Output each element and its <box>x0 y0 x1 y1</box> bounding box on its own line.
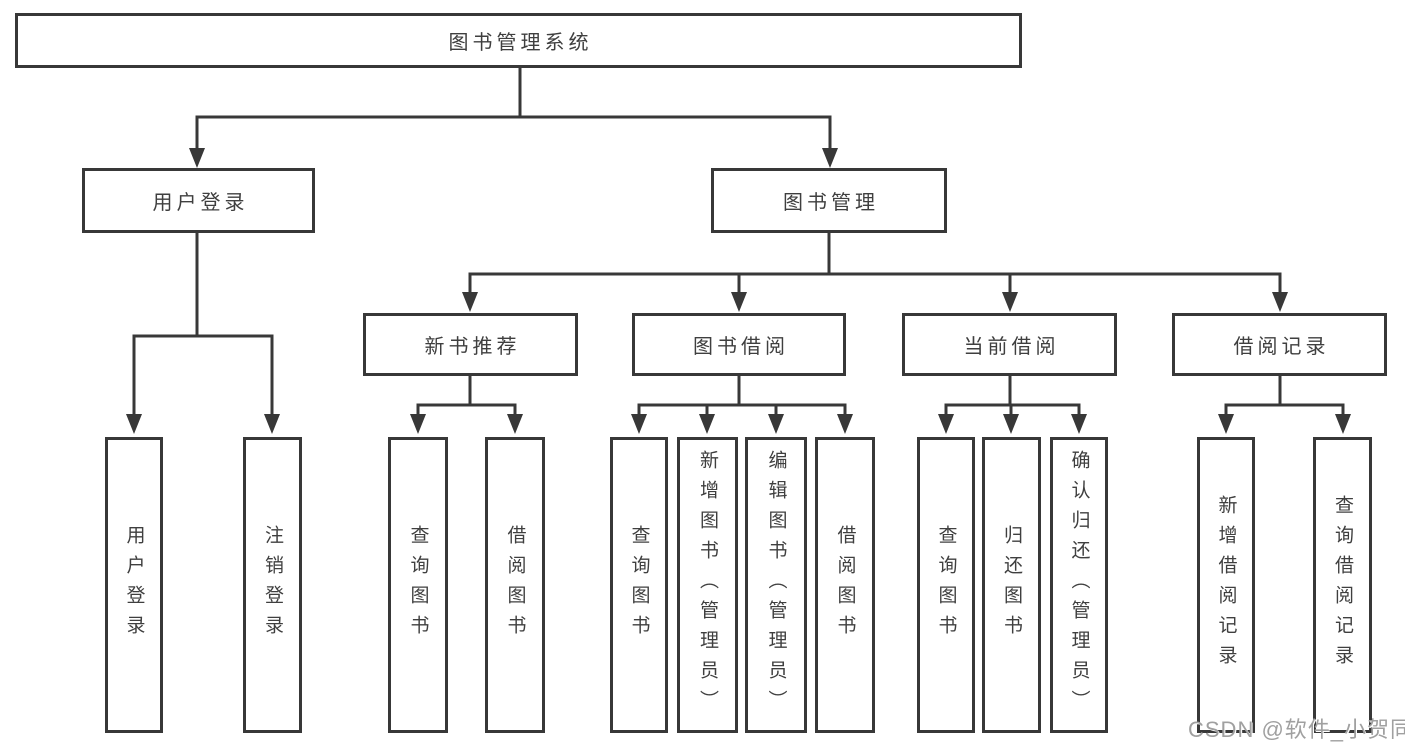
leaf-user-login-label: 用户登录 <box>123 525 145 645</box>
node-book-management: 图书管理 <box>711 168 947 233</box>
leaf-query-book-1: 查询图书 <box>388 437 448 733</box>
leaf-add-borrow-record-label: 新增借阅记录 <box>1215 495 1237 675</box>
csdn-watermark: CSDN @软件_小贺同学 <box>1188 717 1405 742</box>
leaf-edit-book-admin: 编辑图书（管理员） <box>745 437 807 733</box>
leaf-query-book-1-label: 查询图书 <box>407 525 429 645</box>
leaf-add-borrow-record: 新增借阅记录 <box>1197 437 1255 733</box>
leaf-edit-book-admin-label: 编辑图书（管理员） <box>765 450 787 720</box>
node-current-borrow: 当前借阅 <box>902 313 1117 376</box>
node-borrow-record: 借阅记录 <box>1172 313 1387 376</box>
leaf-add-book-admin: 新增图书（管理员） <box>677 437 738 733</box>
leaf-query-borrow-record: 查询借阅记录 <box>1313 437 1372 733</box>
node-book-borrow: 图书借阅 <box>632 313 846 376</box>
leaf-query-book-3-label: 查询图书 <box>935 525 957 645</box>
leaf-borrow-book-1: 借阅图书 <box>485 437 545 733</box>
leaf-logout: 注销登录 <box>243 437 302 733</box>
leaf-borrow-book-2: 借阅图书 <box>815 437 875 733</box>
leaf-confirm-return-admin-label: 确认归还（管理员） <box>1068 450 1090 720</box>
node-root: 图书管理系统 <box>15 13 1022 68</box>
leaf-borrow-book-1-label: 借阅图书 <box>504 525 526 645</box>
leaf-return-book-label: 归还图书 <box>1001 525 1022 645</box>
leaf-return-book: 归还图书 <box>982 437 1041 733</box>
leaf-logout-label: 注销登录 <box>262 525 283 645</box>
leaf-query-book-2-label: 查询图书 <box>628 525 650 645</box>
leaf-confirm-return-admin: 确认归还（管理员） <box>1050 437 1108 733</box>
node-new-book-recommend: 新书推荐 <box>363 313 578 376</box>
leaf-add-book-admin-label: 新增图书（管理员） <box>697 450 718 720</box>
leaf-user-login: 用户登录 <box>105 437 163 733</box>
leaf-query-book-2: 查询图书 <box>610 437 668 733</box>
leaf-query-borrow-record-label: 查询借阅记录 <box>1332 495 1353 675</box>
leaf-query-book-3: 查询图书 <box>917 437 975 733</box>
leaf-borrow-book-2-label: 借阅图书 <box>834 525 856 645</box>
node-user-login: 用户登录 <box>82 168 315 233</box>
